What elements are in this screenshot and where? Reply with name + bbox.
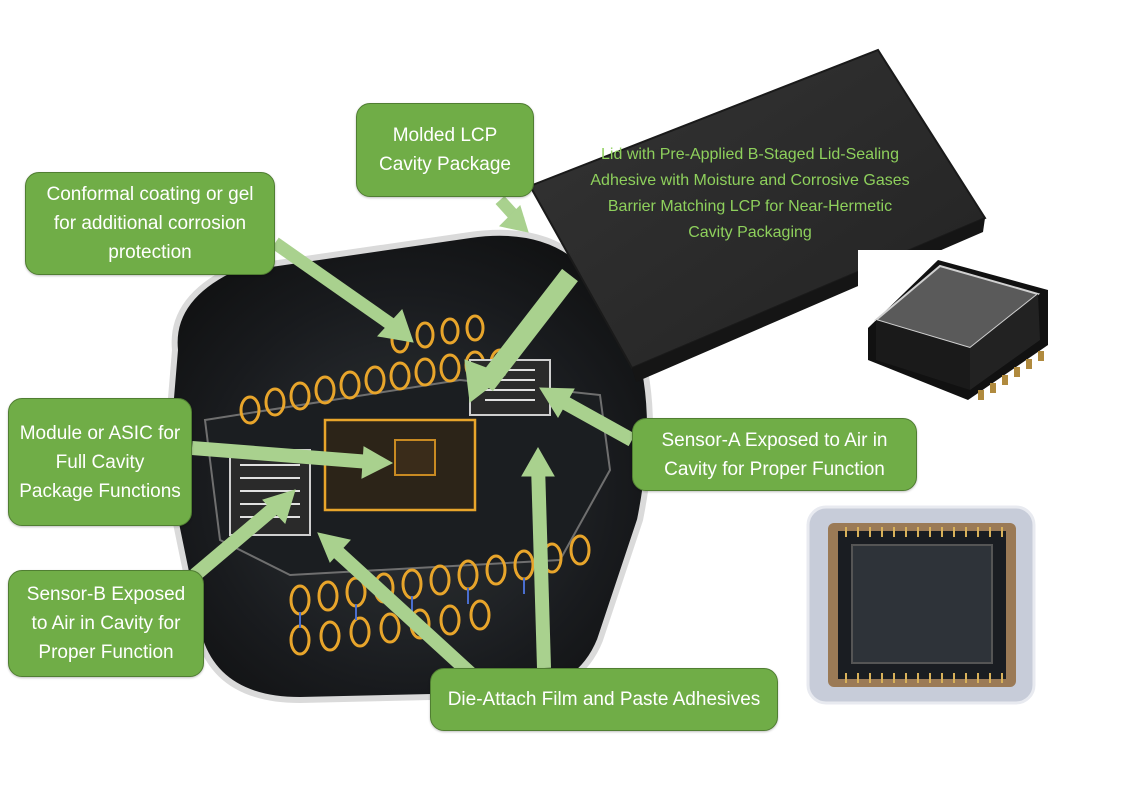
callout-sensor-a: Sensor-A Exposed to Air in Cavity for Pr… [632, 418, 917, 491]
image-sensor-photo [806, 505, 1036, 705]
lid-label: Lid with Pre-Applied B-Staged Lid-Sealin… [590, 146, 910, 241]
callout-molded-lcp: Molded LCP Cavity Package [356, 103, 534, 197]
packaged-sensor-photo [858, 250, 1058, 410]
callout-module-asic: Module or ASIC for Full Cavity Package F… [8, 398, 192, 526]
callout-conformal-coating: Conformal coating or gel for additional … [25, 172, 275, 275]
callout-sensor-b: Sensor-B Exposed to Air in Cavity for Pr… [8, 570, 204, 677]
callout-die-attach: Die-Attach Film and Paste Adhesives [430, 668, 778, 731]
